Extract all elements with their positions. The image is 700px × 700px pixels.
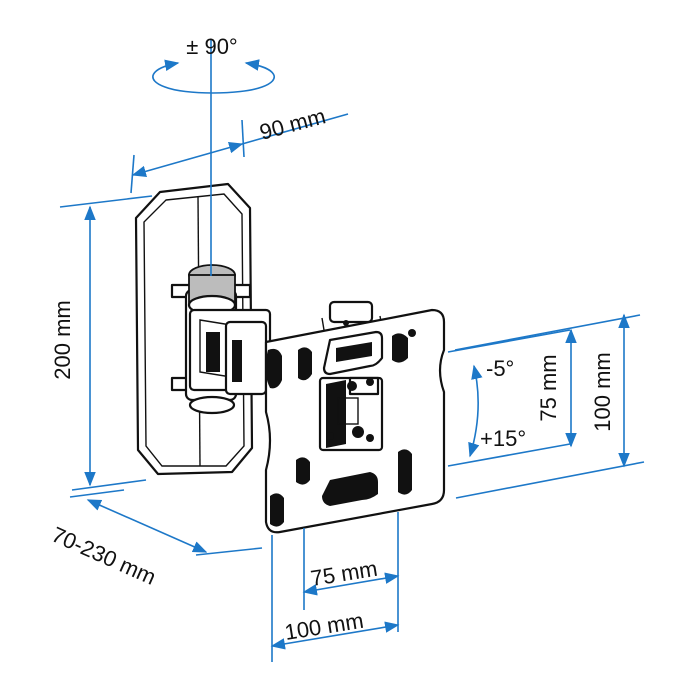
tilt-up-label: -5° <box>486 356 514 381</box>
tilt-indicator: -5° +15° <box>447 329 571 467</box>
height-label: 200 mm <box>50 300 75 379</box>
vesa-vertical-75-label: 75 mm <box>536 354 561 421</box>
vesa-horizontal-dimensions: 75 mm 100 mm <box>270 512 400 662</box>
vesa-horizontal-75-label: 75 mm <box>309 556 379 591</box>
vesa-horizontal-100-label: 100 mm <box>283 608 365 645</box>
swivel-arm <box>170 264 272 415</box>
height-dimension: 200 mm <box>50 195 153 491</box>
depth-dimension: 90 mm <box>130 103 349 194</box>
vesa-plate <box>264 300 446 534</box>
depth-label: 90 mm <box>257 103 328 145</box>
vesa-vertical-dimensions: 75 mm 100 mm <box>454 313 645 499</box>
rotation-label: ± 90° <box>186 34 237 59</box>
extension-dimension: 70-230 mm <box>48 489 263 590</box>
tilt-down-label: +15° <box>480 426 526 451</box>
extension-label: 70-230 mm <box>48 522 160 590</box>
vesa-vertical-100-label: 100 mm <box>590 352 615 431</box>
